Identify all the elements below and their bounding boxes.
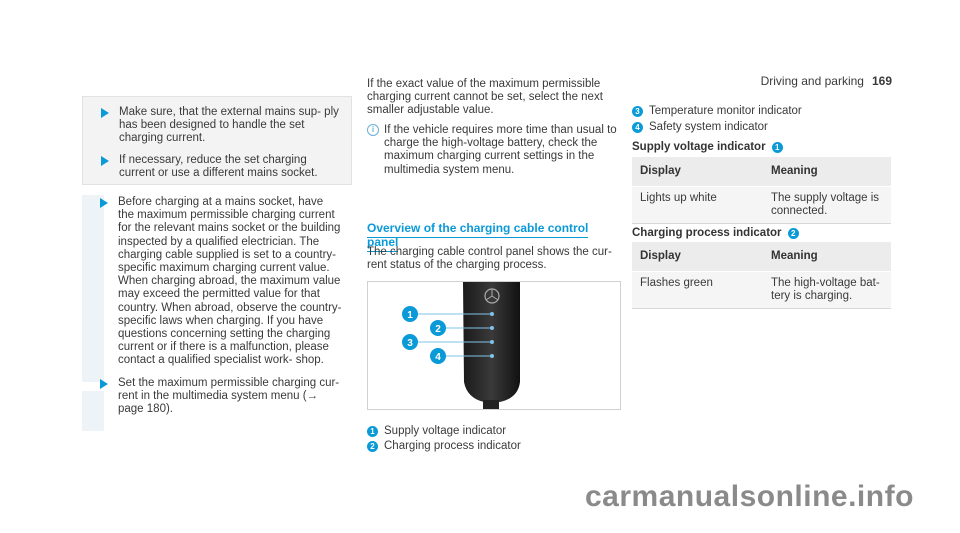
section-text: The charging cable control panel shows t… [367, 246, 612, 272]
svg-text:4: 4 [435, 352, 441, 363]
section-name: Driving and parking [760, 74, 864, 88]
charging-process-table: Display Meaning Flashes green The high-v… [632, 242, 891, 310]
step-bar [82, 391, 104, 431]
watermark[interactable]: carmanualsonline.info [585, 480, 914, 513]
cable-end [483, 400, 499, 409]
control-panel-illustration: 1 2 3 4 [402, 282, 520, 409]
callout-4: 4 [430, 348, 446, 364]
supply-voltage-table: Display Meaning Lights up white The supp… [632, 157, 891, 225]
info-icon: i [367, 124, 379, 136]
svg-text:3: 3 [407, 338, 413, 349]
step-2: Set the maximum permissible charging cur… [82, 377, 352, 417]
section-heading: Overview of the charging cable control p… [367, 221, 622, 253]
box-step-1: Make sure, that the external mains sup- … [83, 106, 351, 146]
table-row: Lights up white The supply voltage is co… [632, 185, 891, 224]
page-header: Driving and parking 169 [760, 74, 892, 88]
table1-title: Supply voltage indicator 1 [632, 141, 892, 154]
legend-number: 2 [367, 441, 378, 452]
table2-title: Charging process indicator 2 [632, 227, 892, 240]
svg-text:2: 2 [435, 324, 441, 335]
callout-3: 3 [402, 334, 418, 350]
control-panel-figure: 1 2 3 4 [367, 281, 621, 410]
step-arrow-icon [100, 198, 108, 208]
callout-1: 1 [402, 306, 418, 322]
step-arrow-icon [101, 155, 109, 166]
note-box: Make sure, that the external mains sup- … [82, 96, 352, 185]
legend-number: 3 [632, 106, 643, 117]
intro-text: If the exact value of the maximum permis… [367, 78, 603, 117]
callout-2: 2 [430, 320, 446, 336]
svg-text:1: 1 [407, 310, 413, 321]
info-note: i If the vehicle requires more time than… [367, 124, 627, 177]
legend-number: 4 [632, 122, 643, 133]
step-arrow-icon [100, 378, 108, 389]
step-arrow-icon [101, 108, 109, 118]
page-number: 169 [871, 74, 892, 88]
step-bar [82, 195, 104, 382]
legend-number: 1 [367, 426, 378, 437]
box-step-2: If necessary, reduce the set charging cu… [83, 154, 351, 180]
table-row: Flashes green The high-voltage bat- tery… [632, 270, 891, 309]
step-1: Before charging at a mains socket, have … [82, 196, 352, 368]
step-list: Before charging at a mains socket, have … [82, 196, 352, 416]
